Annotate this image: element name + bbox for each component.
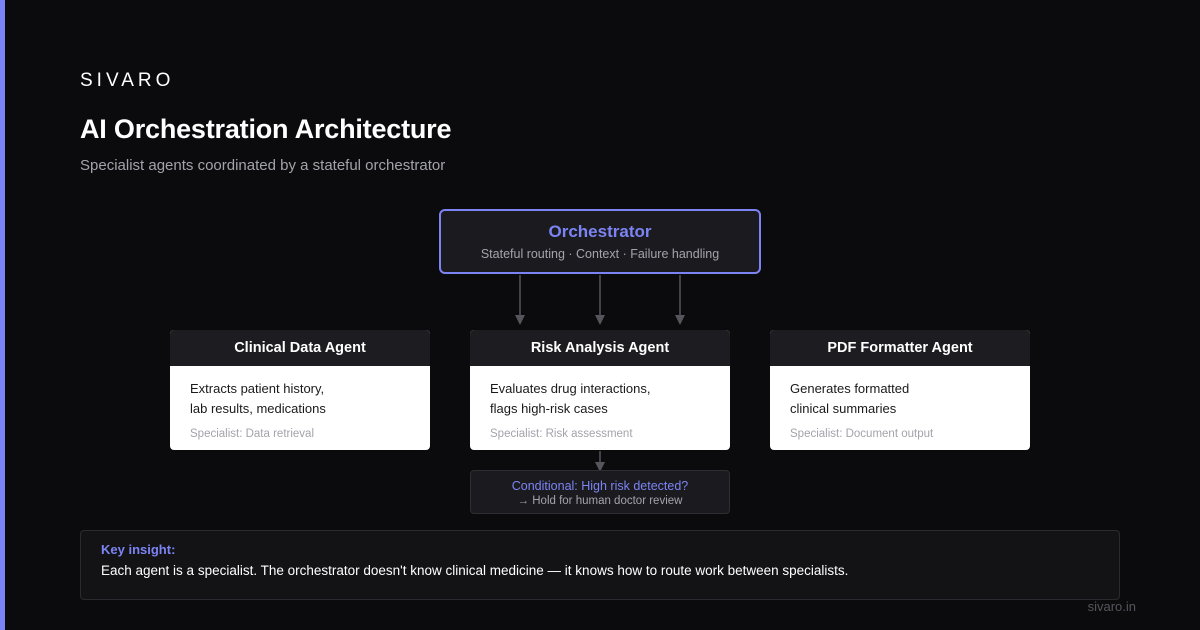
insight-text: Each agent is a specialist. The orchestr…	[101, 563, 849, 578]
agent-description-line: lab results, medications	[190, 401, 326, 416]
conditional-subtitle: → Hold for human doctor review	[517, 495, 683, 507]
agent-description-line: Generates formatted	[790, 381, 910, 396]
agent-body: Evaluates drug interactions, flags high-…	[470, 366, 730, 440]
agent-description-line: clinical summaries	[790, 401, 897, 416]
agent-description-line: Extracts patient history,	[190, 381, 325, 396]
brand-logo: SIVARO	[80, 70, 175, 91]
key-insight-box: Key insight: Each agent is a specialist.…	[80, 530, 1120, 600]
clinical-data-agent-card: Clinical Data Agent Extracts patient his…	[170, 330, 430, 450]
page-title: AI Orchestration Architecture	[80, 114, 452, 144]
insight-label: Key insight:	[101, 542, 176, 557]
orchestrator-subtitle: Stateful routing · Context · Failure han…	[480, 247, 720, 261]
agent-role: Specialist: Document output	[790, 428, 934, 440]
agent-title: Risk Analysis Agent	[470, 330, 730, 366]
footer-url: sivaro.in	[1087, 599, 1136, 614]
agent-title: PDF Formatter Agent	[770, 330, 1030, 366]
conditional-node: Conditional: High risk detected? → Hold …	[470, 470, 730, 514]
risk-analysis-agent-card: Risk Analysis Agent Evaluates drug inter…	[470, 330, 730, 450]
agent-description-line: Evaluates drug interactions,	[490, 381, 651, 396]
agent-body: Extracts patient history, lab results, m…	[170, 366, 430, 440]
accent-bar	[0, 0, 5, 630]
agent-description-line: flags high-risk cases	[490, 401, 608, 416]
agent-title: Clinical Data Agent	[170, 330, 430, 366]
page-subtitle: Specialist agents coordinated by a state…	[80, 157, 446, 174]
agent-role: Specialist: Risk assessment	[490, 428, 633, 440]
orchestrator-title: Orchestrator	[548, 222, 652, 241]
agent-role: Specialist: Data retrieval	[190, 428, 314, 440]
pdf-formatter-agent-card: PDF Formatter Agent Generates formatted …	[770, 330, 1030, 450]
conditional-title: Conditional: High risk detected?	[511, 479, 689, 493]
agent-body: Generates formatted clinical summaries S…	[770, 366, 1030, 440]
orchestrator-node: Orchestrator Stateful routing · Context …	[439, 209, 761, 274]
